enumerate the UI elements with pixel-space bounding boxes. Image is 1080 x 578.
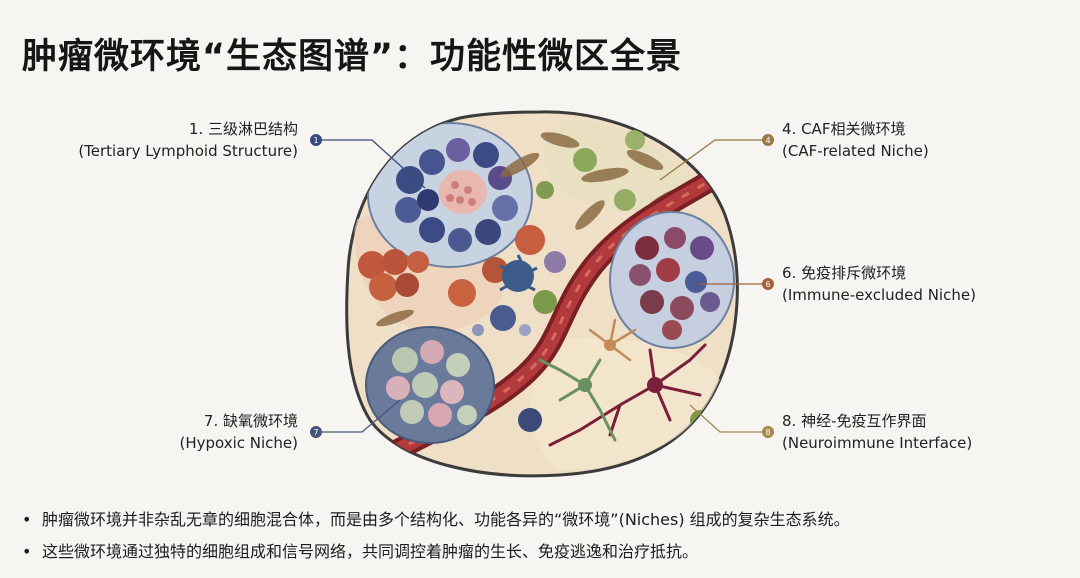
niche-label-cn: 4. CAF相关微环境 xyxy=(782,118,929,140)
niche-label-caf: 4. CAF相关微环境 (CAF-related Niche) xyxy=(782,118,929,162)
niche-marker-4: 4 xyxy=(762,134,774,146)
niche-label-immune-excluded: 6. 免疫排斥微环境 (Immune-excluded Niche) xyxy=(782,262,976,306)
niche-marker-number: 8 xyxy=(765,428,770,437)
niche-label-neuroimmune: 8. 神经-免疫互作界面 (Neuroimmune Interface) xyxy=(782,410,972,454)
bullet-item: 肿瘤微环境并非杂乱无章的细胞混合体，而是由多个结构化、功能各异的“微环境”(Ni… xyxy=(22,504,850,536)
niche-label-cn: 8. 神经-免疫互作界面 xyxy=(782,410,972,432)
niche-marker-7: 7 xyxy=(310,426,322,438)
niche-marker-number: 7 xyxy=(313,428,318,437)
niche-label-cn: 1. 三级淋巴结构 xyxy=(78,118,298,140)
niche-marker-number: 4 xyxy=(765,136,770,145)
niche-label-en: (Neuroimmune Interface) xyxy=(782,432,972,454)
niche-label-en: (Hypoxic Niche) xyxy=(179,432,298,454)
niche-label-tls: 1. 三级淋巴结构 (Tertiary Lymphoid Structure) xyxy=(78,118,298,162)
niche-marker-6: 6 xyxy=(762,278,774,290)
niche-marker-number: 1 xyxy=(313,136,318,145)
niche-marker-8: 8 xyxy=(762,426,774,438)
niche-label-cn: 7. 缺氧微环境 xyxy=(179,410,298,432)
niche-label-en: (CAF-related Niche) xyxy=(782,140,929,162)
niche-label-hypoxic: 7. 缺氧微环境 (Hypoxic Niche) xyxy=(179,410,298,454)
niche-marker-number: 6 xyxy=(765,280,770,289)
niche-label-cn: 6. 免疫排斥微环境 xyxy=(782,262,976,284)
niche-label-en: (Immune-excluded Niche) xyxy=(782,284,976,306)
niche-marker-1: 1 xyxy=(310,134,322,146)
tertiary-lymphoid-structure-niche xyxy=(368,123,532,267)
summary-bullets: 肿瘤微环境并非杂乱无章的细胞混合体，而是由多个结构化、功能各异的“微环境”(Ni… xyxy=(22,504,850,568)
immune-excluded-niche xyxy=(610,212,734,348)
hypoxic-niche xyxy=(366,327,494,443)
bullet-item: 这些微环境通过独特的细胞组成和信号网络，共同调控着肿瘤的生长、免疫逃逸和治疗抵抗… xyxy=(22,536,850,568)
niche-label-en: (Tertiary Lymphoid Structure) xyxy=(78,140,298,162)
